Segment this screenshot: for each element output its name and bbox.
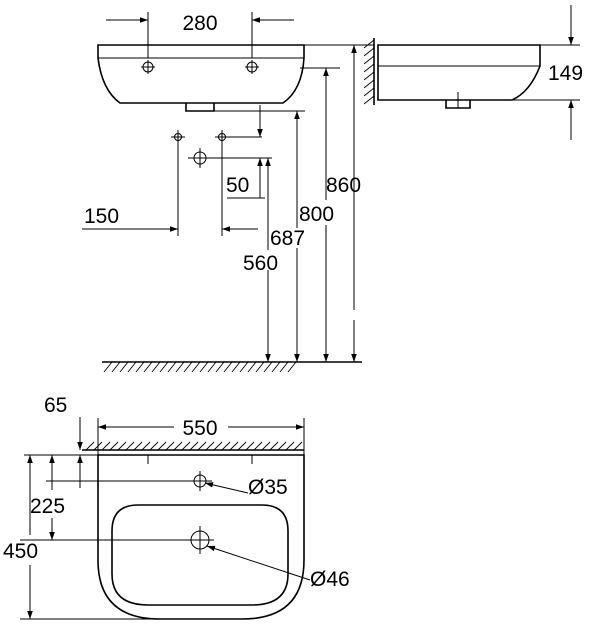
side-elevation: 149 (363, 5, 583, 140)
dim-800: 800 (299, 203, 334, 226)
front-elevation: 280 150 50 (82, 12, 374, 373)
basin-front-outline (97, 44, 305, 104)
basin-plan-outer (97, 454, 305, 620)
dim-560: 560 (243, 252, 278, 275)
fixing-point-left (171, 130, 185, 144)
dim-65: 65 (44, 394, 67, 417)
waste-outlet (185, 103, 215, 112)
waste-pipe-center (188, 148, 272, 168)
dim-50: 50 (226, 174, 249, 197)
fixing-point-right (215, 130, 262, 144)
wall-hatching (363, 39, 375, 105)
tap-hole-left (141, 60, 155, 74)
floor-hatching (103, 361, 297, 373)
dim-149: 149 (548, 62, 583, 85)
plan-tap-hole (188, 471, 212, 491)
plan-view: 550 65 225 450 Ø35 Ø46 (3, 394, 350, 620)
plan-wall-hatching (85, 441, 303, 451)
dia-46: Ø46 (310, 568, 350, 591)
dim-225: 225 (30, 495, 65, 518)
dim-687: 687 (270, 227, 305, 250)
dim-280: 280 (182, 12, 217, 35)
dim-860: 860 (326, 174, 361, 197)
tap-hole-right (245, 60, 259, 74)
dim-150: 150 (84, 205, 119, 228)
plan-waste (186, 526, 214, 554)
dim-450: 450 (3, 540, 38, 563)
dia-35: Ø35 (248, 476, 288, 499)
basin-plan-bowl (111, 504, 289, 606)
dim-550: 550 (182, 417, 217, 440)
basin-side-outline (377, 44, 541, 101)
